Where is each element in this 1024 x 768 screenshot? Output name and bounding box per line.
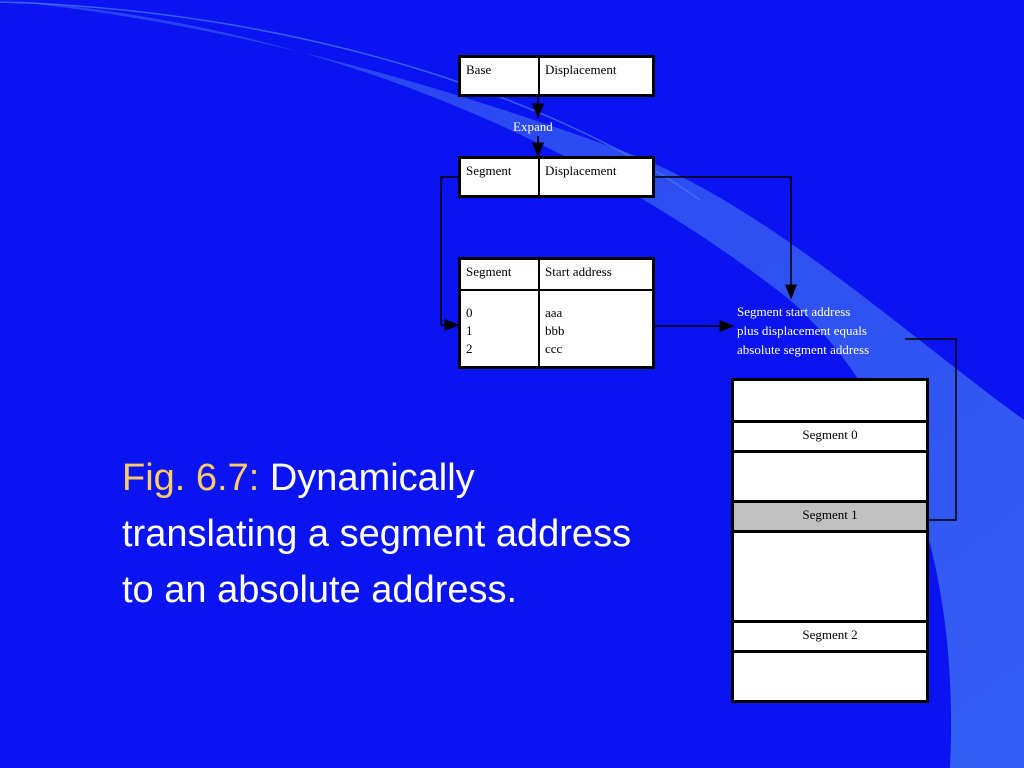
table-header-start-address: Start address	[545, 264, 612, 279]
segment-cell: Segment	[466, 163, 512, 178]
displacement-cell: Displacement	[545, 62, 617, 77]
memory-block	[734, 653, 926, 700]
displacement-cell: Displacement	[545, 163, 617, 178]
cell-divider	[538, 58, 540, 94]
memory-segment-2: Segment 2	[734, 623, 926, 653]
table-address-column: aaa bbb ccc	[540, 300, 570, 366]
cell-divider	[538, 159, 540, 195]
note-line: plus displacement equals	[737, 323, 867, 338]
note-line: Segment start address	[737, 304, 851, 319]
base-displacement-box: Base Displacement	[458, 55, 655, 97]
segment-table: Segment Start address 0 1 2 aaa bbb ccc	[458, 257, 655, 369]
figure-label: Fig. 6.7:	[122, 457, 260, 499]
table-row: 2	[466, 341, 473, 356]
memory-block	[734, 381, 926, 423]
table-row: 1	[466, 323, 473, 338]
table-row: aaa	[545, 305, 563, 320]
segment-lookup-arrow	[440, 176, 460, 331]
displacement-arrow	[655, 176, 797, 300]
table-row: bbb	[545, 323, 565, 338]
table-header-segment: Segment	[466, 264, 512, 279]
table-row: ccc	[545, 341, 563, 356]
table-header-divider	[461, 289, 652, 291]
memory-segment-0: Segment 0	[734, 423, 926, 453]
absolute-address-arrow	[905, 338, 957, 526]
figure-caption-text: Dynamically translating a segment addres…	[122, 457, 632, 611]
note-line: absolute segment address	[737, 342, 870, 357]
base-cell: Base	[466, 62, 492, 77]
address-note: Segment start address plus displacement …	[737, 302, 869, 359]
figure-caption: Fig. 6.7: Dynamically translating a segm…	[122, 450, 642, 618]
memory-block	[734, 533, 926, 623]
memory-block	[734, 453, 926, 503]
table-segment-column: 0 1 2	[461, 300, 539, 366]
expand-label: Expand	[513, 119, 553, 134]
table-row: 0	[466, 305, 473, 320]
table-column-divider	[538, 260, 540, 366]
memory-segment-1: Segment 1	[734, 503, 926, 533]
memory-column: Segment 0 Segment 1 Segment 2	[731, 378, 929, 703]
segment-displacement-box: Segment Displacement	[458, 156, 655, 198]
